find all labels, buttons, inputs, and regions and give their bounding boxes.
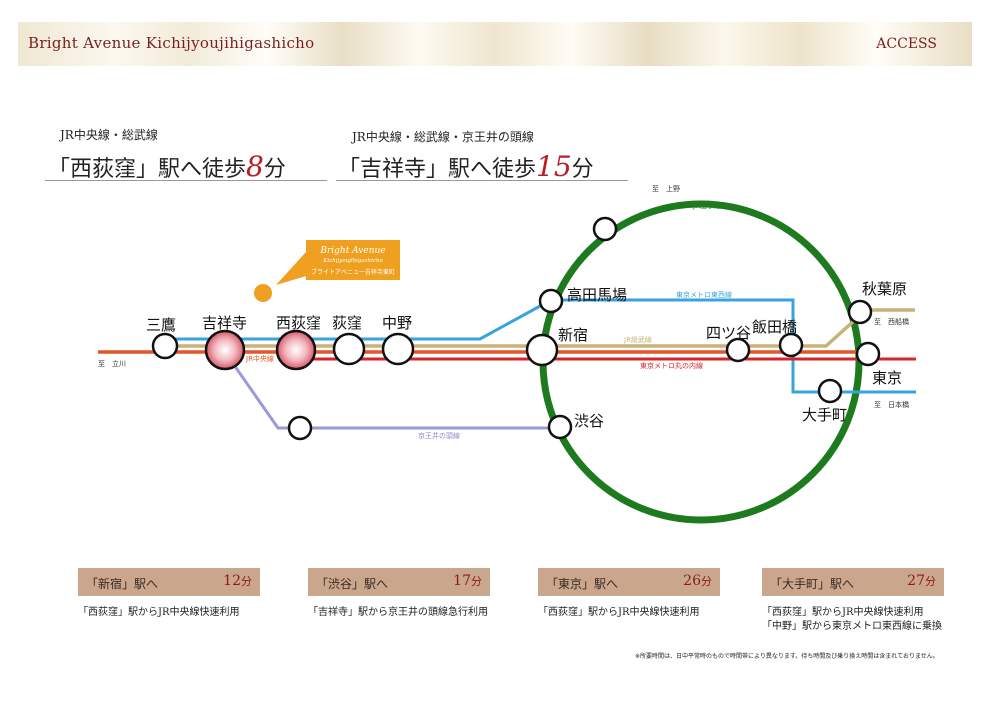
station-kichijoji bbox=[204, 329, 246, 371]
access-card-shinjuku: 「新宿」駅へ 12分 bbox=[78, 568, 260, 596]
access-card-name: 「新宿」駅へ bbox=[86, 577, 159, 591]
label-tokyo: 東京 bbox=[872, 369, 902, 387]
label-kichijoji: 吉祥寺 bbox=[202, 314, 247, 332]
headline-left-underline bbox=[45, 180, 327, 181]
headline-right-prefix: 「吉祥寺」駅へ徒歩 bbox=[338, 157, 537, 182]
station-yotsuya bbox=[725, 337, 751, 363]
header-banner: Bright Avenue Kichijyoujihigashicho ACCE… bbox=[18, 22, 972, 66]
station-iidabashi bbox=[778, 332, 804, 358]
footnote: ※所要時間は、日中平常時のもので時間帯により異なります。待ち時間及び乗り換え時間… bbox=[635, 653, 939, 660]
station-nishiogikubo bbox=[275, 329, 317, 371]
headline-left-prefix: 「西荻窪」駅へ徒歩 bbox=[48, 157, 247, 182]
label-marunouchi: 東京メトロ丸の内線 bbox=[640, 361, 703, 370]
access-card-shibuya: 「渋谷」駅へ 17分 bbox=[308, 568, 490, 596]
station-ogikubo bbox=[332, 332, 366, 366]
direction-nihonbashi: 至 日本橋 bbox=[874, 400, 909, 409]
station-otemachi bbox=[817, 378, 843, 404]
label-chuo: JR中央線 bbox=[245, 354, 274, 363]
property-logo-line2: Kichijyoujihigashicho bbox=[322, 258, 383, 264]
headline-left-minutes: 8 bbox=[246, 150, 264, 183]
station-takadanobaba bbox=[538, 288, 564, 314]
property-marker bbox=[254, 284, 272, 302]
inokashira-line bbox=[223, 351, 560, 430]
headline-right-underline bbox=[336, 180, 628, 181]
headline-right: 「吉祥寺」駅へ徒歩15分 bbox=[338, 150, 594, 183]
access-note-shibuya: 「吉祥寺」駅から京王井の頭線急行利用 bbox=[308, 607, 488, 618]
access-card-tokyo: 「東京」駅へ 26分 bbox=[538, 568, 720, 596]
label-yamanote: JR山手線 bbox=[692, 201, 721, 210]
label-yotsuya: 四ツ谷 bbox=[706, 324, 751, 342]
label-inokashira: 京王井の頭線 bbox=[418, 431, 460, 440]
label-otemachi: 大手町 bbox=[802, 406, 847, 424]
access-card-time: 26分 bbox=[683, 573, 712, 589]
property-callout-pointer bbox=[276, 252, 306, 285]
direction-ueno: 至 上野 bbox=[652, 184, 680, 193]
label-tozai: 東京メトロ東西線 bbox=[676, 290, 732, 299]
station-yamanote-top bbox=[592, 216, 618, 242]
headline-right-line: JR中央線・総武線・京王井の頭線 bbox=[352, 130, 534, 144]
station-shinjuku bbox=[525, 333, 559, 367]
label-shibuya: 渋谷 bbox=[574, 412, 604, 430]
headline-left-unit: 分 bbox=[263, 157, 286, 182]
station-tokyo bbox=[855, 341, 881, 367]
station-inokashira-mid bbox=[287, 415, 313, 441]
station-shibuya bbox=[547, 414, 573, 440]
headline-left: 「西荻窪」駅へ徒歩8分 bbox=[48, 150, 286, 183]
headline-right-unit: 分 bbox=[571, 157, 594, 182]
property-title: Bright Avenue Kichijyoujihigashicho bbox=[28, 34, 315, 52]
access-card-time: 12分 bbox=[223, 573, 252, 589]
access-card-name: 「渋谷」駅へ bbox=[316, 577, 389, 591]
access-card-name: 「大手町」駅へ bbox=[770, 577, 855, 591]
headline-right-minutes: 15 bbox=[536, 150, 572, 183]
access-card-time: 17分 bbox=[453, 573, 482, 589]
property-name: ブライトアベニュー吉祥寺東町 bbox=[311, 268, 395, 276]
station-nakano bbox=[381, 332, 415, 366]
label-iidabashi: 飯田橋 bbox=[752, 318, 797, 336]
label-nishiogikubo: 西荻窪 bbox=[276, 314, 321, 332]
access-card-time: 27分 bbox=[907, 573, 936, 589]
access-heading: ACCESS bbox=[876, 36, 937, 52]
access-note-line: 「西荻窪」駅からJR中央線快速利用 bbox=[762, 607, 924, 618]
access-note-otemachi: 「西荻窪」駅からJR中央線快速利用 「中野」駅から東京メトロ東西線に乗換 bbox=[762, 606, 942, 634]
station-akihabara bbox=[847, 299, 873, 325]
label-sobu: JR総武線 bbox=[623, 335, 652, 344]
label-nakano: 中野 bbox=[382, 314, 412, 332]
access-note-line: 「中野」駅から東京メトロ東西線に乗換 bbox=[762, 621, 942, 632]
sobu-line bbox=[165, 308, 915, 348]
access-card-name: 「東京」駅へ bbox=[546, 577, 619, 591]
headline-left-line: JR中央線・総武線 bbox=[60, 128, 158, 142]
access-card-otemachi: 「大手町」駅へ 27分 bbox=[762, 568, 944, 596]
label-mitaka: 三鷹 bbox=[146, 316, 176, 334]
label-ogikubo: 荻窪 bbox=[332, 314, 362, 332]
label-akihabara: 秋葉原 bbox=[862, 280, 907, 298]
station-mitaka bbox=[151, 332, 179, 360]
tozai-line bbox=[165, 298, 916, 394]
property-callout-box bbox=[306, 240, 400, 280]
label-shinjuku: 新宿 bbox=[558, 326, 588, 344]
access-note-shinjuku: 「西荻窪」駅からJR中央線快速利用 bbox=[78, 607, 240, 618]
property-logo-line1: Bright Avenue bbox=[319, 246, 385, 256]
access-note-tokyo: 「西荻窪」駅からJR中央線快速利用 bbox=[538, 607, 700, 618]
label-takadanobaba: 高田馬場 bbox=[567, 286, 627, 304]
direction-nishifunabashi: 至 西船橋 bbox=[874, 317, 909, 326]
direction-tachikawa: 至 立川 bbox=[98, 359, 126, 368]
